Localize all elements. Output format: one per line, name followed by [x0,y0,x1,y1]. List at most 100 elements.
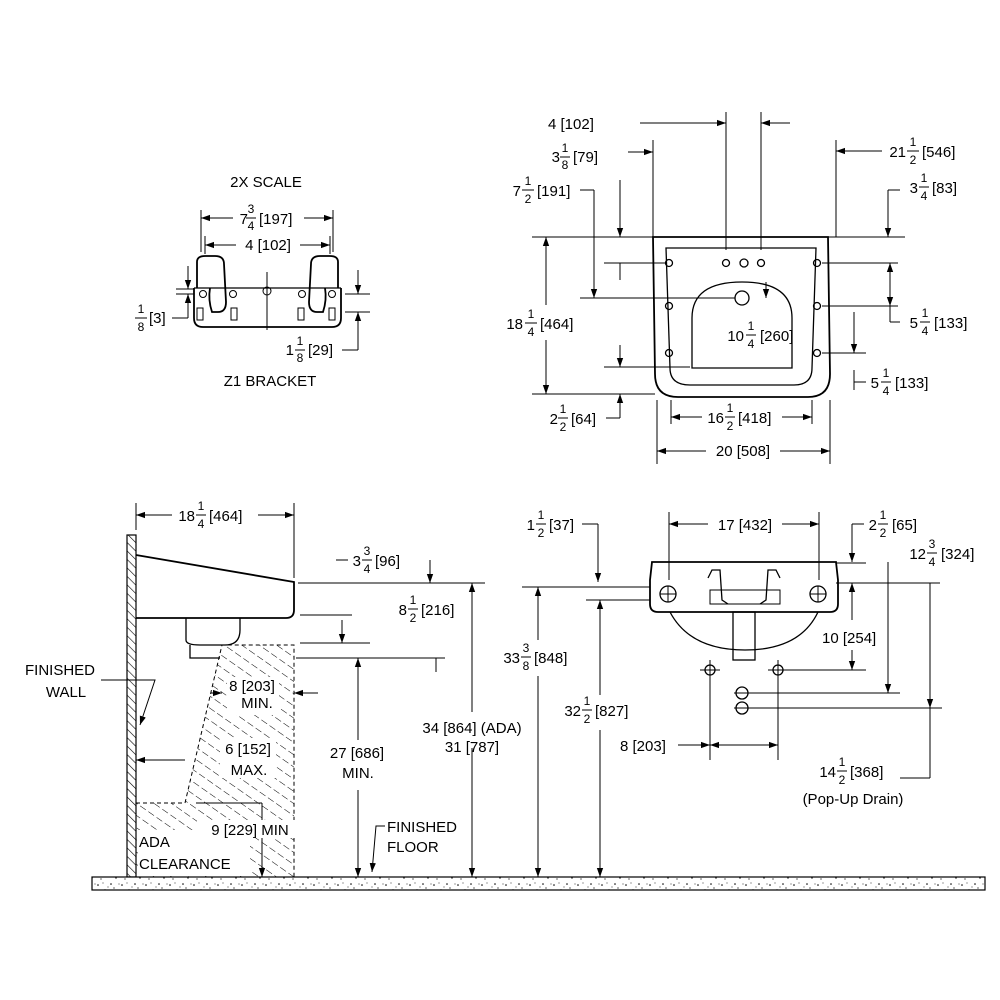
faucet-spacing-dim: 4 [102] [548,116,594,133]
svg-text:7: 7 [513,183,521,200]
bracket-front-icon [659,569,827,605]
svg-text:[464]: [464] [540,316,573,333]
right-top-dim: 3 1 4 [83] [910,171,957,203]
svg-text:8: 8 [297,351,304,365]
knee-depth-dim: 8 [203] [229,678,275,695]
svg-text:3: 3 [910,180,918,197]
toe-depth-max-label: MAX. [231,762,268,779]
svg-text:8: 8 [138,320,145,334]
knee-height-dim: 27 [686] [330,745,384,762]
svg-text:[133]: [133] [934,315,967,332]
svg-text:2: 2 [525,192,532,206]
svg-text:1: 1 [286,342,294,359]
bracket-scale-note: 2X SCALE [230,174,302,191]
finished-floor-label-2: FLOOR [387,839,439,856]
front-view: 17 [432] 1 1 2 [37] 33 3 8 [848] [503,508,974,877]
svg-text:5: 5 [910,315,918,332]
mounting-hole-icon [664,258,822,358]
sink-bowl-front [669,611,819,651]
side-projection-dim: 18 1 4 [464] [178,499,242,531]
bracket-title: Z1 BRACKET [224,373,317,390]
svg-text:32: 32 [564,703,581,720]
finished-wall-label-2: WALL [46,684,86,701]
svg-text:8: 8 [399,602,407,619]
svg-text:[418]: [418] [738,410,771,427]
sink-outline-top [652,236,831,398]
svg-text:2: 2 [869,517,877,534]
rim-height-std-dim: 31 [787] [445,739,499,756]
bracket-hook-height-dim: 1 1 8 [29] [286,334,333,365]
knee-height-min-label: MIN. [342,765,374,782]
finished-floor [91,876,986,891]
rim-thickness-dim: 1 1 2 [37] [527,508,574,540]
bracket-hole-spacing-dim: 4 [102] [245,237,291,254]
svg-text:[324]: [324] [941,546,974,563]
drain-body-front [732,611,756,661]
svg-text:4: 4 [528,325,535,339]
svg-text:1: 1 [748,319,755,333]
drain-drop-dim: 14 1 2 [368] [819,755,883,787]
svg-text:1: 1 [727,401,734,415]
svg-text:1: 1 [525,174,532,188]
svg-text:4: 4 [921,189,928,203]
faucet-hole-icon [721,258,766,268]
svg-text:33: 33 [503,650,520,667]
rim-drop-dim: 3 3 4 [96] [353,544,400,576]
finished-floor-label-1: FINISHED [387,819,457,836]
svg-text:18: 18 [506,316,523,333]
bottom-offset-dim: 2 1 2 [64] [550,402,596,434]
finished-floor-leader [369,825,385,873]
svg-text:[29]: [29] [308,342,333,359]
svg-text:14: 14 [819,764,836,781]
bracket-width-dim: 7 3 4 [197] [240,202,293,233]
svg-text:1: 1 [922,306,929,320]
bracket-hook-right [308,255,339,313]
svg-text:2: 2 [910,153,917,167]
svg-text:[546]: [546] [922,144,955,161]
svg-text:4: 4 [922,324,929,338]
bracket-hook-left [196,255,227,313]
svg-text:1: 1 [883,366,890,380]
svg-text:5: 5 [871,375,879,392]
svg-text:[37]: [37] [549,517,574,534]
sink-bowl-top [691,281,793,369]
svg-text:12: 12 [909,546,926,563]
svg-text:2: 2 [584,712,591,726]
svg-text:3: 3 [248,202,255,216]
bowl-width-dim: 16 1 2 [418] [707,401,771,433]
svg-text:1: 1 [198,499,205,513]
knee-depth-min-label: MIN. [241,695,273,712]
overall-right-dim: 21 1 2 [546] [889,135,955,167]
drain-hole-icon [734,290,750,306]
svg-text:16: 16 [707,410,724,427]
svg-text:[79]: [79] [573,149,598,166]
bracket-thickness-dim: 1 8 [3] [135,302,166,334]
finished-wall-label-1: FINISHED [25,662,95,679]
svg-text:7: 7 [240,211,248,228]
bracket-spacing-dim: 17 [432] [718,517,772,534]
mount-spacing-upper-dim: 5 1 4 [133] [910,306,968,338]
svg-text:10: 10 [727,328,744,345]
svg-text:2: 2 [410,611,417,625]
right-offset-dim: 2 1 2 [65] [869,508,917,540]
svg-text:[827]: [827] [595,703,628,720]
svg-text:[260]: [260] [760,328,793,345]
svg-text:8: 8 [523,659,530,673]
svg-text:[64]: [64] [571,411,596,428]
svg-text:1: 1 [839,755,846,769]
svg-text:[191]: [191] [537,183,570,200]
supply-height-dim: 10 [254] [822,630,876,647]
svg-text:2: 2 [538,526,545,540]
svg-text:3: 3 [353,553,361,570]
svg-text:[65]: [65] [892,517,917,534]
sink-depth-dim: 18 1 4 [464] [506,307,573,339]
svg-text:1: 1 [410,593,417,607]
finished-wall [126,534,137,878]
overall-height-dim: 33 3 8 [848] [503,641,567,673]
svg-text:2: 2 [560,420,567,434]
svg-text:[133]: [133] [895,375,928,392]
svg-text:4: 4 [364,562,371,576]
svg-text:3: 3 [364,544,371,558]
sink-front [649,561,839,613]
toe-height-dim: 9 [229] MIN [211,822,289,839]
